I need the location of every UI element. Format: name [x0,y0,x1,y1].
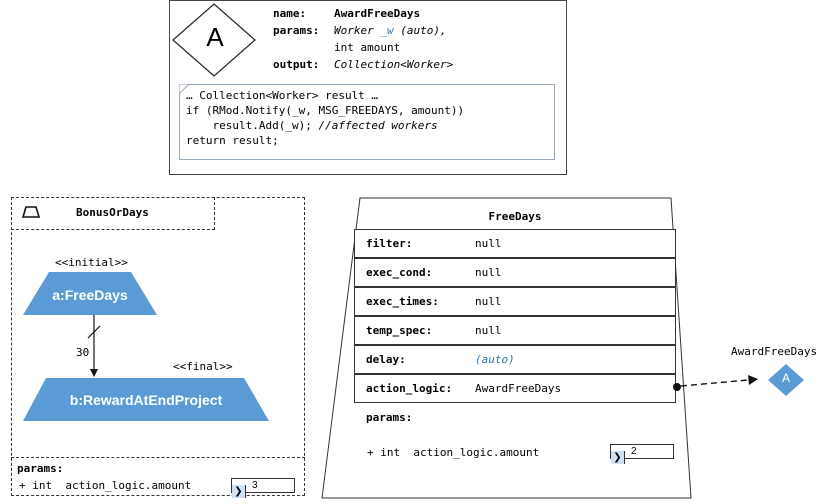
node-b-shape[interactable] [23,378,269,421]
action-letter: A [206,22,224,52]
action-diamond-icon [172,3,256,77]
code-line: … Collection<Worker> result … [186,89,379,102]
row-label: temp_spec: [366,324,433,337]
row-value: null [475,324,502,337]
reference-letter: A [781,371,790,385]
freedays-params-label: params: [366,411,413,424]
action-params-line1-text: Worker _w (auto), [334,24,447,37]
action-params-line2: int amount [334,41,401,54]
action-code-block: … Collection<Worker> result … if (RMod.N… [179,84,555,160]
final-stereotype: <<final>> [173,360,233,373]
freedays-param-value-field[interactable]: ❯ 2 [610,444,674,464]
composite-params-section [11,457,305,458]
composite-param-value-field[interactable]: ❯ 3 [231,478,295,498]
note-corner-icon [179,84,190,95]
row-label: exec_times: [366,295,439,308]
action-reference-link [673,364,804,396]
action-output-value: Collection<Worker> [334,58,454,71]
row-label: action_logic: [366,382,453,395]
freedays-row-temp-spec[interactable]: temp_spec: null [354,316,676,345]
freedays-row-exec-cond[interactable]: exec_cond: null [354,258,676,287]
node-b-label: b:RewardAtEndProject [69,392,223,408]
freedays-row-filter[interactable]: filter: null [354,229,676,258]
code-line: if (RMod.Notify(_w, MSG_FREEDAYS, amount… [186,104,465,117]
chevron-right-icon[interactable]: ❯ [232,485,246,498]
reference-name: AwardFreeDays [731,345,818,358]
composite-trapezoid-icon [22,206,40,218]
initial-stereotype: <<initial>> [55,256,128,269]
edge-cardinality-tick [87,325,101,339]
freedays-row-exec-times[interactable]: exec_times: null [354,287,676,316]
composite-bonus-or-days [11,197,305,496]
action-name-label: name: [273,7,307,20]
row-label: delay: [366,353,406,366]
row-value: AwardFreeDays [475,382,562,395]
freedays-row-action-logic[interactable]: action_logic: AwardFreeDays [354,374,676,403]
code-line: result.Add(_w); //affected workers [186,119,438,132]
composite-param-value: 3 [252,480,258,491]
freedays-title: FreeDays [488,210,542,223]
chevron-right-icon[interactable]: ❯ [611,451,625,464]
node-a-shape[interactable] [23,272,157,315]
edge-label: 30 [76,346,90,359]
composite-graph [23,272,269,421]
action-output-label: output: [273,58,320,71]
code-line: return result; [186,134,279,147]
freedays-param-value: 2 [631,446,637,457]
code-comment: //affected workers [318,119,438,132]
row-value: null [475,266,502,279]
action-params-label: params: [273,24,320,37]
row-label: filter: [366,237,413,250]
action-name-value: AwardFreeDays [334,7,421,20]
param-worker-var: _w [380,24,394,37]
action-params-line1: Worker _w (auto), [334,24,447,37]
row-value: null [475,237,502,250]
composite-params-label: params: [17,462,64,475]
row-value: (auto) [475,353,515,366]
row-value: null [475,295,502,308]
freedays-row-delay[interactable]: delay: (auto) [354,345,676,374]
freedays-param-text: + int action_logic.amount [367,446,540,459]
reference-diamond-icon[interactable] [768,364,804,396]
composite-header [11,197,215,230]
composite-param-text: + int action_logic.amount [19,479,192,492]
node-a-label: a:FreeDays [52,287,128,303]
row-label: exec_cond: [366,266,433,279]
composite-title: BonusOrDays [76,206,149,219]
